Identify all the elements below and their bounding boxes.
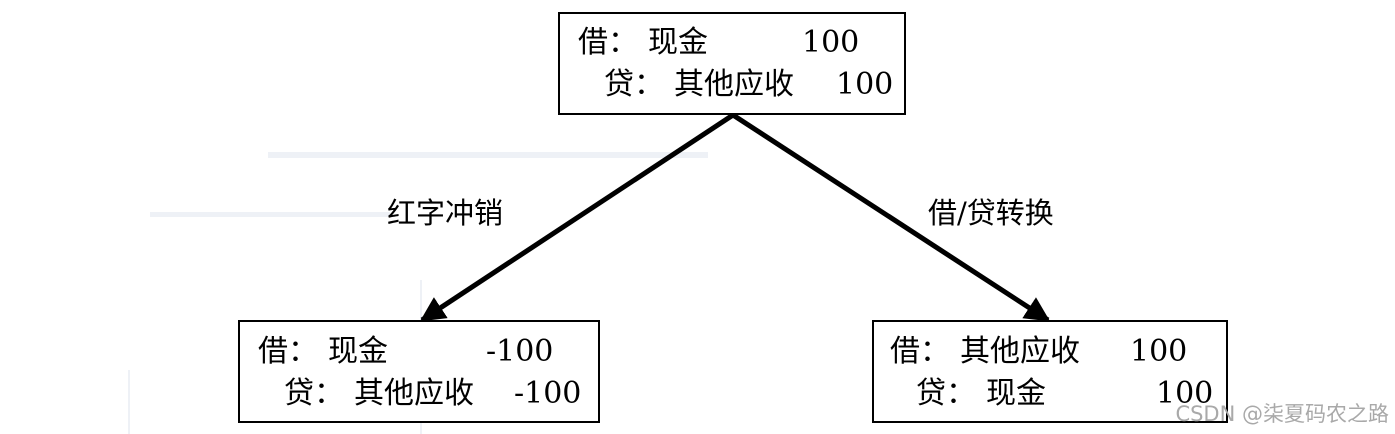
side-label-credit: 贷： bbox=[284, 376, 344, 411]
entry-debit: 借： 现金 100 bbox=[560, 22, 904, 64]
background-artifact bbox=[128, 370, 130, 434]
watermark: CSDN @柒夏码农之路 bbox=[1175, 402, 1389, 426]
entry-credit: 贷： 现金 100 bbox=[874, 373, 1226, 415]
amount: -100 bbox=[514, 376, 582, 411]
account-name: 现金 bbox=[648, 25, 708, 60]
account-name: 其他应收 bbox=[960, 334, 1080, 369]
side-label-debit: 借： bbox=[258, 334, 318, 369]
account-name: 其他应收 bbox=[674, 67, 794, 102]
account-name: 现金 bbox=[986, 376, 1046, 411]
amount: 100 bbox=[1156, 376, 1214, 411]
arrow-to-left-node bbox=[419, 112, 735, 323]
side-label-debit: 借： bbox=[890, 334, 950, 369]
entry-credit: 贷： 其他应收 -100 bbox=[240, 373, 598, 415]
amount: -100 bbox=[486, 334, 554, 369]
account-name: 现金 bbox=[328, 334, 388, 369]
amount: 100 bbox=[1130, 334, 1188, 369]
node-left: 借： 现金 -100 贷： 其他应收 -100 bbox=[238, 320, 600, 423]
node-top: 借： 现金 100 贷： 其他应收 100 bbox=[558, 12, 906, 115]
arrow-to-right-node bbox=[731, 112, 1051, 323]
edge-label-debit-credit-swap: 借/贷转换 bbox=[928, 196, 1054, 230]
node-right: 借： 其他应收 100 贷： 现金 100 bbox=[872, 320, 1228, 423]
side-label-credit: 贷： bbox=[916, 376, 976, 411]
amount: 100 bbox=[836, 67, 894, 102]
edge-label-red-reversal: 红字冲销 bbox=[387, 196, 504, 230]
entry-debit: 借： 其他应收 100 bbox=[874, 331, 1226, 373]
background-artifact bbox=[150, 212, 390, 217]
side-label-debit: 借： bbox=[578, 25, 638, 60]
background-artifact bbox=[268, 152, 708, 158]
amount: 100 bbox=[802, 25, 860, 60]
account-name: 其他应收 bbox=[354, 376, 474, 411]
entry-debit: 借： 现金 -100 bbox=[240, 331, 598, 373]
entry-credit: 贷： 其他应收 100 bbox=[560, 64, 904, 106]
side-label-credit: 贷： bbox=[604, 67, 664, 102]
